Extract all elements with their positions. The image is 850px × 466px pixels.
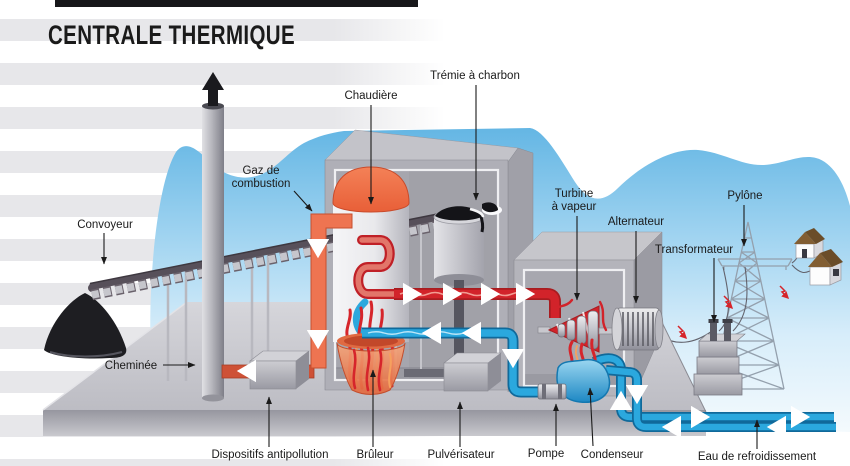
houses [794,228,843,286]
steam-turbine [537,298,618,353]
pump [537,383,567,400]
page-title: CENTRALE THERMIQUE [48,20,295,50]
flow-arrows [236,239,811,439]
label-pylone: Pylône [727,190,762,202]
label-bruleur: Brûleur [356,449,393,461]
condenser [556,358,611,403]
label-pompe: Pompe [528,448,564,460]
label-eau: Eau de refroidissement [698,451,817,463]
label-alternateur: Alternateur [608,216,664,228]
steam-swirl-icon [550,298,608,332]
transformer [693,319,746,396]
label-convoyeur: Convoyeur [77,219,133,231]
label-gaz-line2: combustion [232,178,291,190]
coal-hopper [433,202,502,356]
top-bar [55,0,418,7]
label-pulverisateur: Pulvérisateur [427,449,494,461]
labels: Trémie à charbon Chaudière Gaz de combus… [77,70,817,463]
burner [336,300,406,395]
coal-pile [44,293,127,359]
antipollution-device [249,350,310,390]
alternator [611,307,664,351]
chimney [202,72,224,402]
smoke-arrow-icon [202,72,224,106]
label-gaz-line1: Gaz de [242,165,279,177]
label-turbine-line1: Turbine [555,188,594,200]
label-cheminee: Cheminée [105,360,157,372]
label-dispositifs: Dispositifs antipollution [212,449,329,461]
pulverizer [404,352,502,392]
label-tremie: Trémie à charbon [430,70,520,82]
electric-spark-icons [677,285,790,340]
label-turbine-line2: à vapeur [552,201,597,213]
label-transformateur: Transformateur [655,244,733,256]
label-condenseur: Condenseur [581,449,644,461]
label-chaudiere: Chaudière [344,90,397,102]
